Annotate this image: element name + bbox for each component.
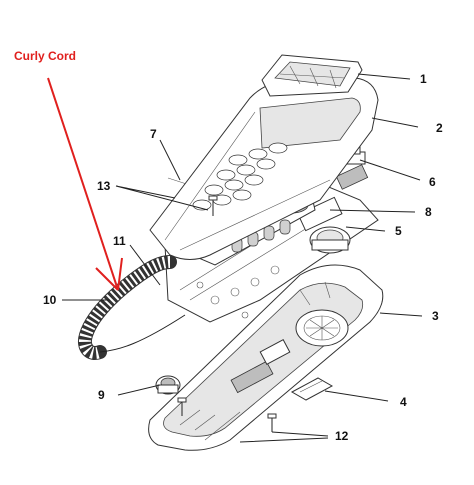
callout-3: 3 (432, 309, 439, 323)
display-lens (261, 54, 363, 97)
callout-6: 6 (429, 175, 436, 189)
curly-cord-arrow (47, 77, 123, 291)
callout-7: 7 (150, 127, 157, 141)
callout-12: 12 (335, 429, 349, 443)
speaker (309, 226, 351, 254)
callout-2: 2 (436, 121, 443, 135)
keypad-screws (208, 195, 218, 216)
callout-9: 9 (98, 388, 105, 402)
callout-13: 13 (97, 179, 111, 193)
callout-1: 1 (420, 72, 427, 86)
small-board (290, 377, 334, 401)
callout-8: 8 (425, 205, 432, 219)
callout-11: 11 (113, 234, 126, 248)
callout-10: 10 (43, 293, 57, 307)
jack-socket (155, 375, 181, 395)
callout-5: 5 (395, 224, 402, 238)
curly-cord-annotation: Curly Cord (14, 49, 77, 63)
leader-lines (62, 73, 423, 443)
bottom-housing (148, 264, 384, 451)
screws (177, 397, 277, 432)
callout-4: 4 (400, 395, 407, 409)
